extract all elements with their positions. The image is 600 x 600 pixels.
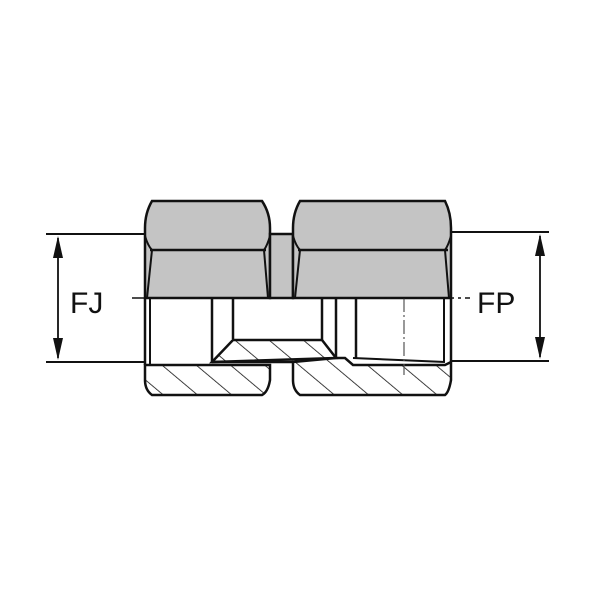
center-neck — [268, 232, 295, 300]
right-section — [291, 298, 453, 397]
arrow-up-icon — [535, 234, 545, 256]
arrow-down-icon — [53, 338, 63, 360]
label-fj: FJ — [70, 287, 103, 320]
right-hex-body — [291, 199, 453, 300]
dimension-fj: FJ — [46, 233, 145, 363]
label-fp: FP — [477, 287, 515, 320]
center-section — [208, 298, 339, 364]
arrow-up-icon — [53, 236, 63, 258]
left-hex-body — [143, 199, 272, 300]
left-section — [143, 298, 272, 397]
dimension-fp: FP — [452, 231, 549, 362]
arrow-down-icon — [535, 337, 545, 359]
